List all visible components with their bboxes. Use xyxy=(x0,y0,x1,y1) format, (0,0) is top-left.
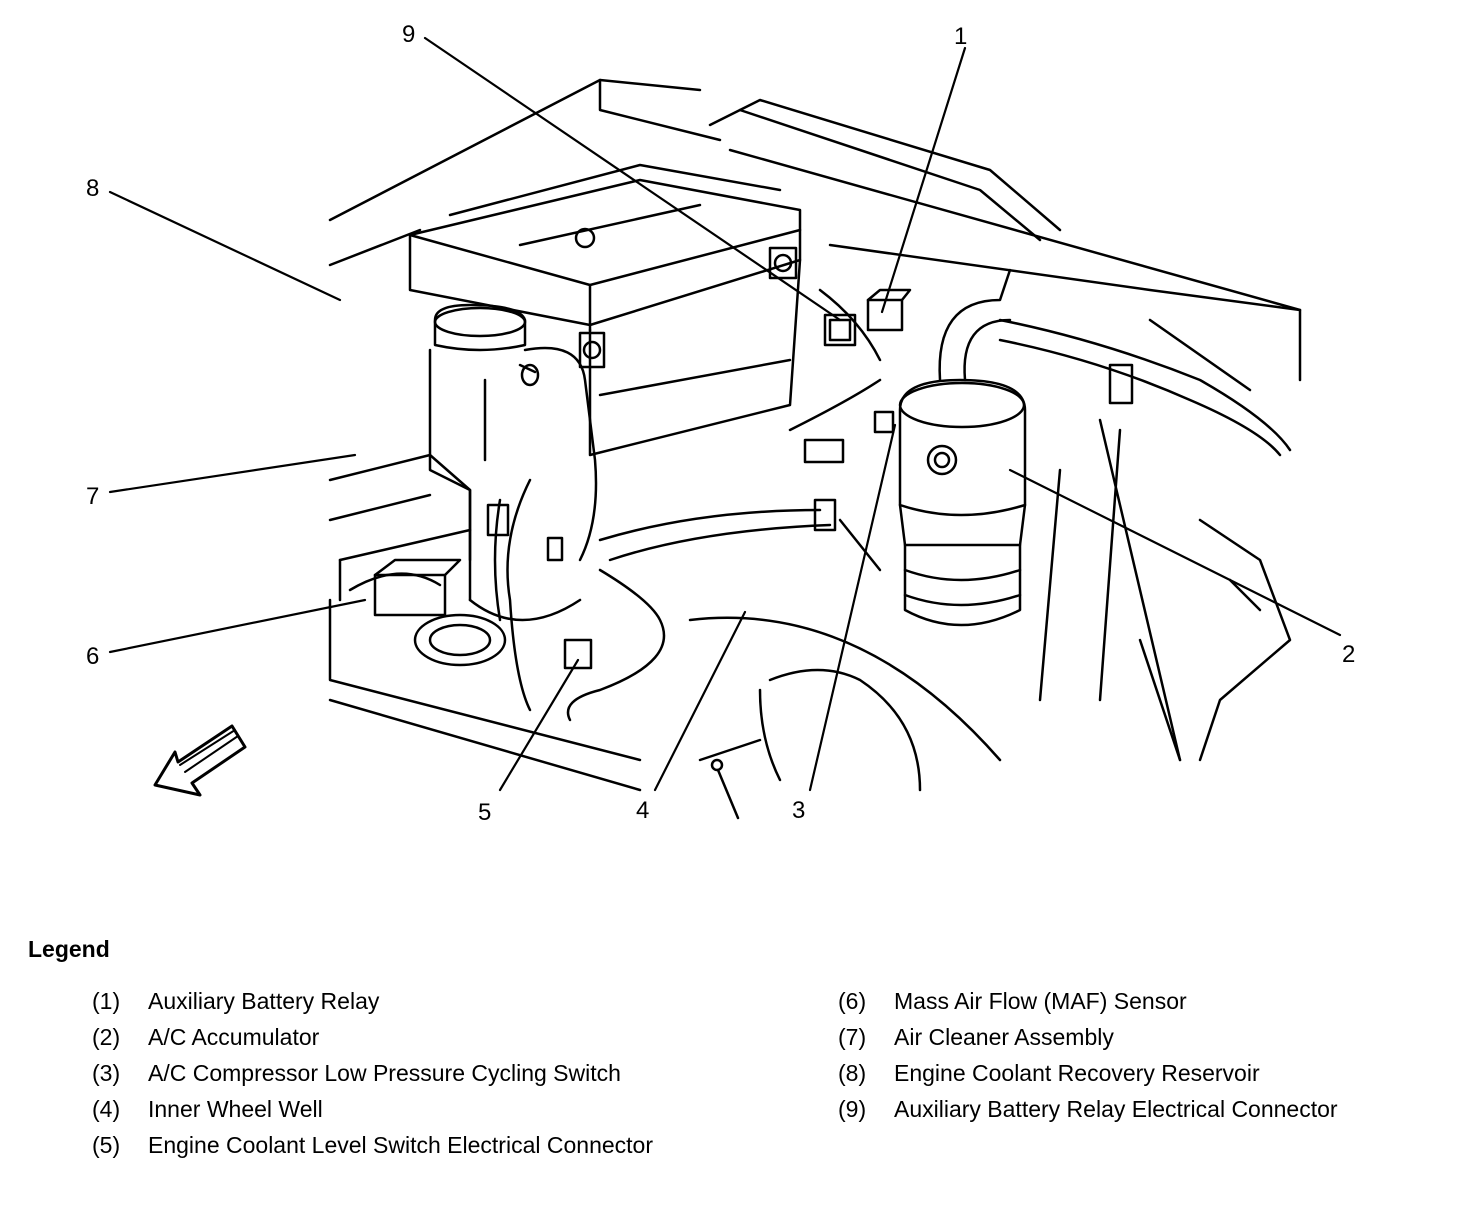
leader-line-8 xyxy=(108,190,342,302)
legend-item: (5) Engine Coolant Level Switch Electric… xyxy=(92,1130,692,1160)
forward-arrow-icon xyxy=(153,724,247,797)
legend-item: (7) Air Cleaner Assembly xyxy=(838,1022,1458,1052)
legend-column-left: (1) Auxiliary Battery Relay (2) A/C Accu… xyxy=(92,986,692,1166)
leader-line-5 xyxy=(498,658,580,792)
maf-sensor xyxy=(373,558,507,667)
legend-item-number: (4) xyxy=(92,1096,121,1122)
leader-line-2 xyxy=(1008,468,1342,637)
callout-numbers: 1 2 3 4 5 6 7 8 9 xyxy=(86,21,1355,826)
legend-column-right: (6) Mass Air Flow (MAF) Sensor (7) Air C… xyxy=(838,986,1458,1130)
ac-accumulator xyxy=(898,268,1027,627)
leader-line-4 xyxy=(653,610,747,792)
leader-lines xyxy=(108,36,1342,792)
legend-item: (9) Auxiliary Battery Relay Electrical C… xyxy=(838,1094,1458,1124)
legend-item: (6) Mass Air Flow (MAF) Sensor xyxy=(838,986,1458,1016)
legend: Legend (1) Auxiliary Battery Relay (2) A… xyxy=(0,920,1472,1220)
leader-line-3 xyxy=(808,423,897,792)
legend-item: (8) Engine Coolant Recovery Reservoir xyxy=(838,1058,1458,1088)
legend-item-number: (1) xyxy=(92,988,121,1014)
legend-item-text: Engine Coolant Recovery Reservoir xyxy=(894,1060,1260,1086)
legend-item-text: A/C Compressor Low Pressure Cycling Swit… xyxy=(148,1060,621,1086)
legend-item-text: Auxiliary Battery Relay xyxy=(148,988,380,1014)
callout-2: 2 xyxy=(1342,641,1355,668)
leader-line-1 xyxy=(880,46,967,314)
callout-8: 8 xyxy=(86,175,99,202)
legend-item-text: A/C Accumulator xyxy=(148,1024,320,1050)
leader-line-9 xyxy=(423,36,842,322)
callout-6: 6 xyxy=(86,643,99,670)
body-panel-lines xyxy=(328,78,1302,792)
callout-1: 1 xyxy=(954,23,967,50)
engine-compartment-illustration: 1 2 3 4 5 6 7 8 9 xyxy=(86,21,1355,826)
leader-line-7 xyxy=(108,453,357,494)
callout-5: 5 xyxy=(478,799,491,826)
legend-item: (3) A/C Compressor Low Pressure Cycling … xyxy=(92,1058,692,1088)
legend-item-text: Air Cleaner Assembly xyxy=(894,1024,1114,1050)
legend-item-number: (2) xyxy=(92,1024,121,1050)
legend-item-text: Mass Air Flow (MAF) Sensor xyxy=(894,988,1187,1014)
legend-item: (1) Auxiliary Battery Relay xyxy=(92,986,692,1016)
coolant-reservoir xyxy=(428,303,598,622)
inner-wheel-well xyxy=(688,616,1002,820)
legend-item-text: Engine Coolant Level Switch Electrical C… xyxy=(148,1132,653,1158)
legend-item: (2) A/C Accumulator xyxy=(92,1022,692,1052)
legend-item-number: (5) xyxy=(92,1132,121,1158)
legend-item-number: (8) xyxy=(838,1060,867,1086)
callout-3: 3 xyxy=(792,797,805,824)
legend-item-number: (9) xyxy=(838,1096,867,1122)
air-cleaner-assembly xyxy=(328,453,472,602)
legend-item-text: Inner Wheel Well xyxy=(148,1096,323,1122)
leader-line-6 xyxy=(108,598,367,654)
legend-item-text: Auxiliary Battery Relay Electrical Conne… xyxy=(894,1096,1338,1122)
legend-title: Legend xyxy=(28,936,110,962)
legend-item: (4) Inner Wheel Well xyxy=(92,1094,692,1124)
callout-7: 7 xyxy=(86,483,99,510)
legend-item-number: (7) xyxy=(838,1024,867,1050)
legend-item-number: (6) xyxy=(838,988,867,1014)
wire-harness xyxy=(493,288,1292,722)
electrical-connectors xyxy=(486,363,1134,670)
callout-9: 9 xyxy=(402,21,415,48)
legend-item-number: (3) xyxy=(92,1060,121,1086)
battery xyxy=(408,163,802,457)
callout-4: 4 xyxy=(636,797,649,824)
